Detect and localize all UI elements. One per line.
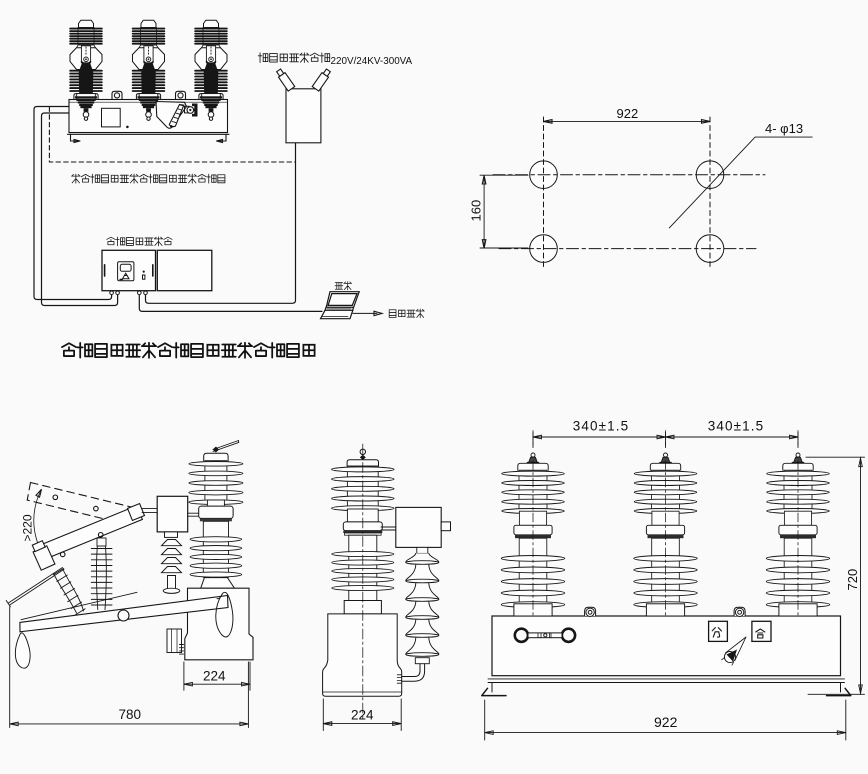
svg-text:4- φ13: 4- φ13 — [765, 121, 803, 136]
svg-text:224: 224 — [351, 708, 374, 723]
svg-text:>220: >220 — [21, 514, 35, 541]
svg-text:160: 160 — [469, 200, 484, 222]
svg-text:922: 922 — [654, 714, 678, 730]
svg-text:720: 720 — [845, 569, 860, 591]
svg-text:340±1.5: 340±1.5 — [573, 419, 629, 434]
svg-text:220V/24KV-300VA: 220V/24KV-300VA — [331, 56, 413, 67]
svg-text:224: 224 — [203, 669, 226, 684]
svg-text:340±1.5: 340±1.5 — [708, 419, 764, 434]
svg-text:922: 922 — [617, 106, 639, 121]
svg-text:780: 780 — [119, 707, 142, 722]
